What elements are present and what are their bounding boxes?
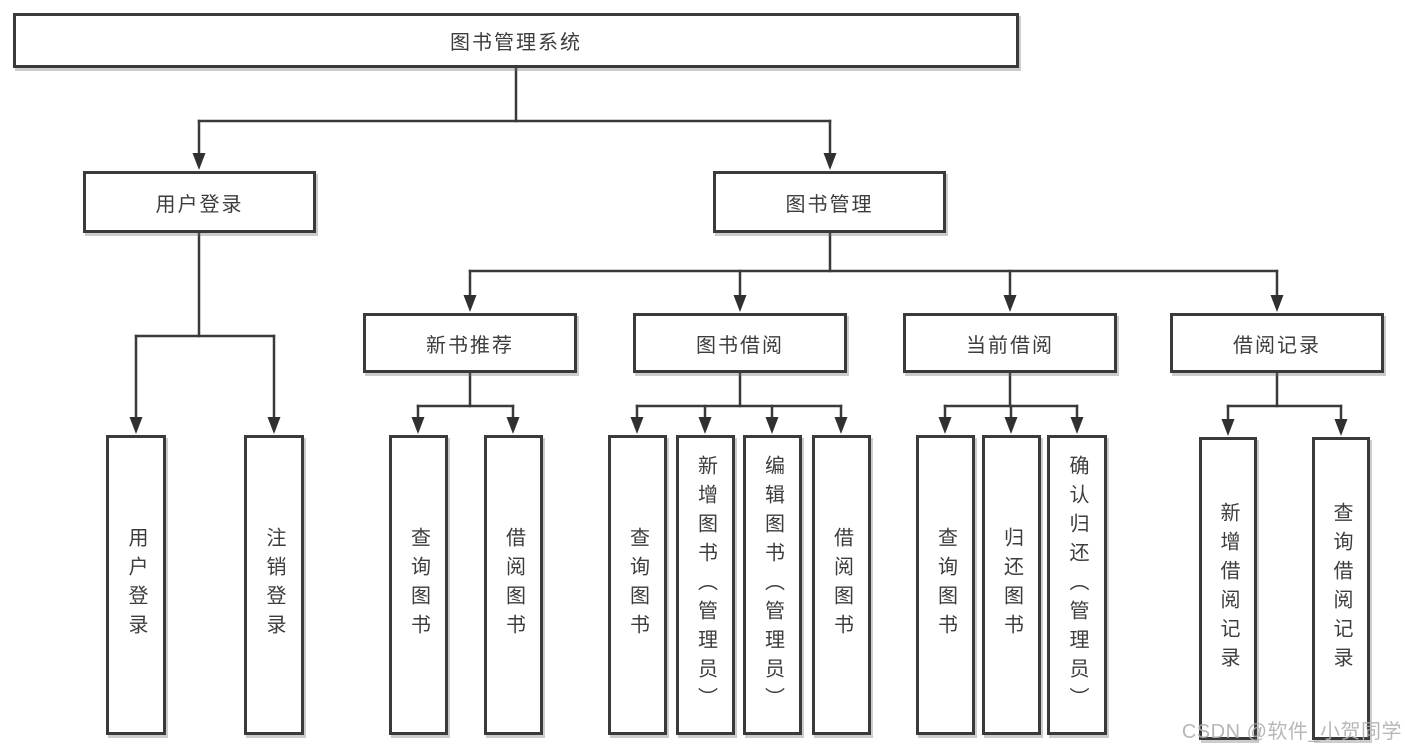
node-book-borrowing: 图书借阅	[633, 313, 847, 373]
leaf-label: 查询图书	[407, 527, 430, 643]
node-user-login: 用户登录	[83, 171, 316, 233]
leaf-label: 借阅图书	[502, 527, 525, 643]
leaf-label: 确认归还（管理员）	[1066, 454, 1088, 716]
node-new-book-recommendation: 新书推荐	[363, 313, 577, 373]
leaf-query-books-recommend: 查询图书	[389, 435, 448, 735]
leaf-user-login: 用户登录	[106, 435, 166, 735]
leaf-borrow-books-recommend: 借阅图书	[484, 435, 543, 735]
csdn-watermark: CSDN @软件_小贺同学	[1181, 721, 1402, 743]
leaf-borrow-books: 借阅图书	[812, 435, 871, 735]
leaf-logout: 注销登录	[244, 435, 304, 735]
leaf-label: 新增图书（管理员）	[694, 454, 717, 716]
leaf-label: 查询图书	[934, 527, 957, 643]
node-current-borrowing: 当前借阅	[903, 313, 1117, 373]
leaf-query-borrow-record: 查询借阅记录	[1312, 437, 1370, 740]
leaf-query-books-borrow: 查询图书	[608, 435, 667, 735]
leaf-query-books-current: 查询图书	[916, 435, 975, 735]
leaf-add-borrow-record: 新增借阅记录	[1199, 437, 1257, 740]
leaf-label: 查询图书	[626, 527, 649, 643]
leaf-label: 归还图书	[1000, 527, 1023, 643]
leaf-label: 注销登录	[263, 527, 285, 643]
node-library-management-system: 图书管理系统	[13, 13, 1019, 68]
leaf-label: 借阅图书	[830, 527, 853, 643]
leaf-label: 编辑图书（管理员）	[761, 454, 784, 716]
leaf-return-books: 归还图书	[982, 435, 1041, 735]
node-borrowing-records: 借阅记录	[1170, 313, 1384, 373]
leaf-label: 用户登录	[125, 527, 147, 643]
node-book-management: 图书管理	[713, 171, 946, 233]
leaf-label: 新增借阅记录	[1217, 501, 1239, 676]
leaf-edit-book-admin: 编辑图书（管理员）	[743, 435, 802, 735]
leaf-add-book-admin: 新增图书（管理员）	[676, 435, 735, 735]
leaf-confirm-return-admin: 确认归还（管理员）	[1047, 435, 1107, 735]
leaf-label: 查询借阅记录	[1330, 501, 1352, 676]
